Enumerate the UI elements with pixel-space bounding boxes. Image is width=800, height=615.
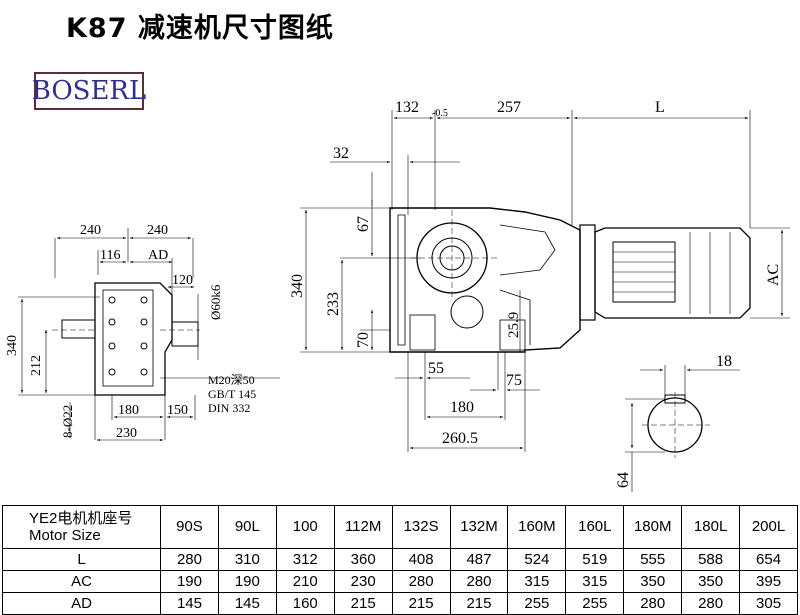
table-cell: 180M — [623, 505, 683, 549]
thread-spec-1: M20深50 — [208, 373, 255, 387]
table-row: L 280 310 312 360 408 487 524 519 555 58… — [2, 548, 798, 571]
dim-AD: AD — [148, 248, 168, 263]
table-cell: 132M — [449, 505, 509, 549]
table-cell: 160L — [565, 505, 625, 549]
table-cell: 255 — [565, 592, 625, 615]
thread-spec-2: GB/T 145 — [208, 387, 256, 401]
table-row: AC 190 190 210 230 280 280 315 315 350 3… — [2, 570, 798, 593]
dim-25-9: 25.9 — [506, 312, 522, 338]
table-cell: 215 — [449, 592, 509, 615]
dim-240-right: 240 — [147, 223, 168, 238]
table-cell: 280 — [160, 548, 219, 571]
dim-340-side: 340 — [5, 335, 20, 356]
table-cell: 350 — [623, 570, 683, 593]
table-cell: 230 — [333, 570, 393, 593]
row-label: AC — [2, 570, 161, 593]
table-cell: 280 — [681, 592, 741, 615]
table-header-row: YE2电机机座号 Motor Size 90S 90L 100 112M 132… — [2, 505, 798, 549]
table-cell: 132S — [391, 505, 451, 549]
table-cell: 315 — [507, 570, 567, 593]
dimension-drawing: 240 240 116 AD 120 Ø60k6 340 212 8-Ø22 1… — [5, 99, 790, 492]
row-label: AD — [2, 592, 161, 615]
table-cell: 310 — [217, 548, 277, 571]
dim-120: 120 — [172, 273, 193, 288]
table-cell: 190 — [217, 570, 277, 593]
dim-150: 150 — [167, 403, 188, 418]
motor-size-table: YE2电机机座号 Motor Size 90S 90L 100 112M 132… — [2, 505, 798, 615]
table-cell: 315 — [565, 570, 625, 593]
dim-32: 32 — [333, 145, 349, 162]
dim-75: 75 — [506, 372, 522, 389]
dim-260-5: 260.5 — [442, 430, 478, 447]
table-cell: 350 — [681, 570, 741, 593]
table-cell: 210 — [275, 570, 335, 593]
dim-132: 132 — [395, 99, 419, 116]
dim-L: L — [655, 99, 665, 116]
table-cell: 200L — [739, 505, 798, 549]
table-cell: 100 — [275, 505, 335, 549]
header-label-cn: YE2电机机座号 — [29, 510, 133, 527]
header-label-en: Motor Size — [29, 527, 101, 544]
table-row: AD 145 145 160 215 215 215 255 255 280 2… — [2, 592, 798, 615]
table-cell: 555 — [623, 548, 683, 571]
table-cell: 180L — [681, 505, 741, 549]
table-cell: 280 — [449, 570, 509, 593]
dim-132-tolerance: -0.5 — [432, 108, 448, 119]
table-cell: 280 — [391, 570, 451, 593]
table-cell: 305 — [739, 592, 798, 615]
table-cell: 312 — [275, 548, 335, 571]
table-cell: 588 — [681, 548, 741, 571]
thread-spec-3: DIN 332 — [208, 401, 250, 415]
brand-logo: BOSERL — [32, 72, 146, 110]
dim-230: 230 — [116, 426, 137, 441]
table-cell: 487 — [449, 548, 509, 571]
dim-233: 233 — [325, 292, 342, 316]
dim-212: 212 — [29, 355, 44, 376]
table-cell: 255 — [507, 592, 567, 615]
table-cell: 90S — [160, 505, 219, 549]
side-view — [18, 228, 280, 442]
row-label: L — [2, 548, 161, 571]
table-cell: 524 — [507, 548, 567, 571]
table-cell: 190 — [160, 570, 219, 593]
dim-64: 64 — [615, 472, 632, 488]
dim-67: 67 — [355, 216, 372, 232]
page-title: K87 减速机尺寸图纸 — [66, 13, 334, 44]
shaft-section — [625, 365, 740, 492]
table-cell: 112M — [333, 505, 393, 549]
table-cell: 654 — [739, 548, 798, 571]
dim-180-front: 180 — [450, 399, 474, 416]
table-cell: 145 — [217, 592, 277, 615]
table-cell: 160M — [507, 505, 567, 549]
table-cell: 160 — [275, 592, 335, 615]
dim-shaft-diameter: Ø60k6 — [208, 284, 223, 320]
dim-340-front: 340 — [289, 274, 306, 298]
dim-180-side: 180 — [118, 403, 139, 418]
table-header-label: YE2电机机座号 Motor Size — [2, 505, 161, 549]
table-cell: 395 — [739, 570, 798, 593]
dim-AC: AC — [765, 264, 782, 286]
table-cell: 215 — [391, 592, 451, 615]
dim-bolt-holes: 8-Ø22 — [60, 405, 75, 438]
dim-240-left: 240 — [80, 223, 101, 238]
table-cell: 215 — [333, 592, 393, 615]
table-cell: 519 — [565, 548, 625, 571]
table-cell: 360 — [333, 548, 393, 571]
dim-70: 70 — [355, 332, 372, 348]
front-view — [300, 110, 790, 452]
dim-55: 55 — [428, 360, 444, 377]
table-cell: 90L — [217, 505, 277, 549]
table-cell: 408 — [391, 548, 451, 571]
dim-257: 257 — [497, 99, 521, 116]
dim-116: 116 — [100, 248, 120, 263]
dim-18: 18 — [716, 353, 732, 370]
table-cell: 145 — [160, 592, 219, 615]
table-cell: 280 — [623, 592, 683, 615]
